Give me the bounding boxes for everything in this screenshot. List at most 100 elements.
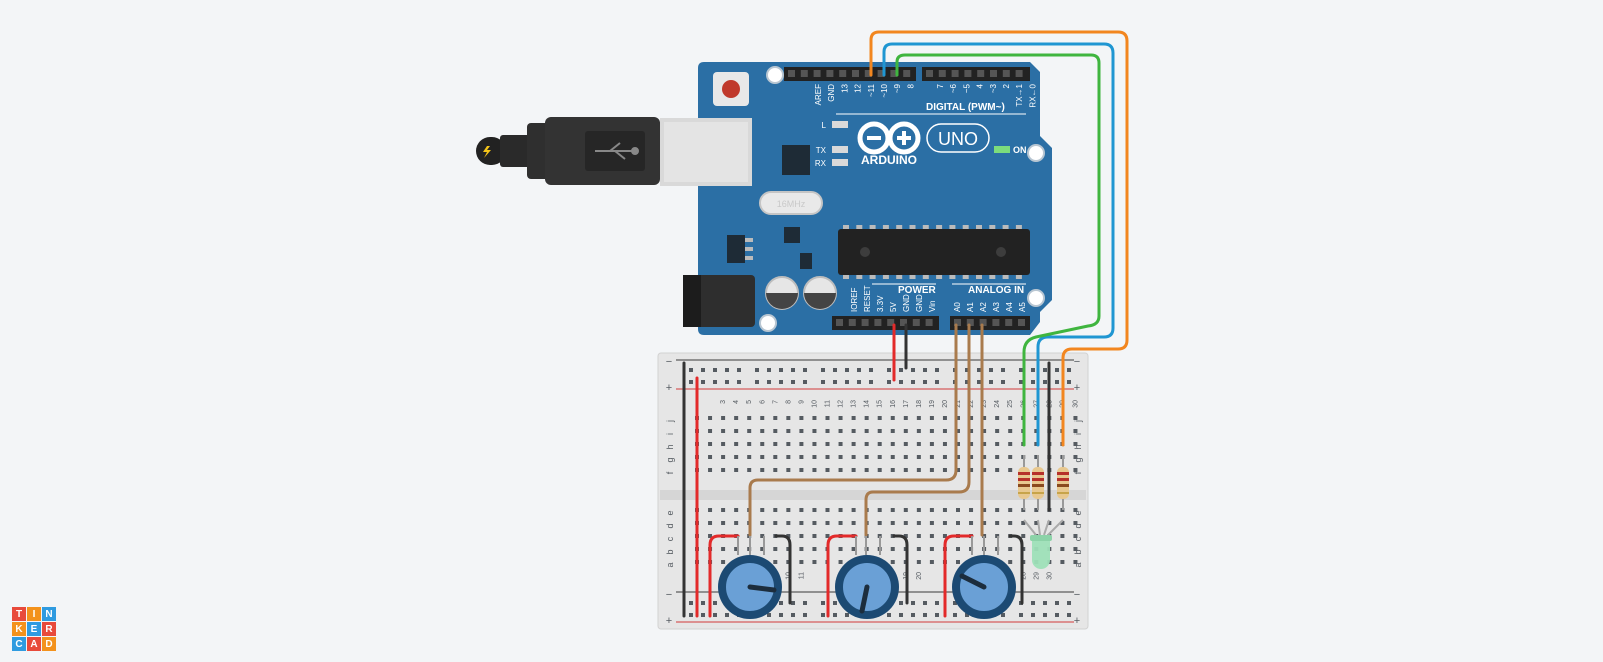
breadboard-hole[interactable] (929, 560, 934, 564)
breadboard-hole[interactable] (956, 508, 960, 512)
breadboard-hole[interactable] (689, 613, 693, 617)
breadboard-hole[interactable] (995, 442, 1000, 446)
breadboard-hole[interactable] (1043, 613, 1047, 617)
breadboard-hole[interactable] (916, 416, 921, 420)
breadboard-hole[interactable] (760, 547, 765, 551)
breadboard-hole[interactable] (767, 380, 771, 384)
breadboard-hole[interactable] (956, 468, 960, 472)
breadboard-hole[interactable] (812, 429, 817, 433)
breadboard-hole[interactable] (1031, 368, 1035, 372)
breadboard-hole[interactable] (845, 613, 849, 617)
breadboard-hole[interactable] (942, 416, 947, 420)
breadboard-hole[interactable] (935, 380, 939, 384)
breadboard-hole[interactable] (903, 416, 908, 420)
breadboard-hole[interactable] (791, 368, 795, 372)
breadboard-hole[interactable] (851, 429, 856, 433)
breadboard-hole[interactable] (786, 560, 791, 564)
breadboard-hole[interactable] (812, 508, 817, 512)
breadboard-hole[interactable] (1034, 442, 1039, 446)
breadboard-hole[interactable] (851, 508, 856, 512)
breadboard-hole[interactable] (929, 534, 934, 538)
breadboard-hole[interactable] (708, 468, 713, 472)
breadboard-hole[interactable] (877, 442, 882, 446)
breadboard-hole[interactable] (977, 368, 981, 372)
breadboard-hole[interactable] (1060, 547, 1065, 551)
breadboard-hole[interactable] (779, 601, 783, 605)
breadboard-hole[interactable] (890, 455, 895, 459)
breadboard-hole[interactable] (923, 380, 927, 384)
breadboard-hole[interactable] (838, 429, 843, 433)
breadboard-hole[interactable] (773, 429, 778, 433)
breadboard-hole[interactable] (799, 547, 804, 551)
breadboard-hole[interactable] (935, 368, 939, 372)
breadboard-hole[interactable] (825, 534, 830, 538)
breadboard-hole[interactable] (1067, 613, 1071, 617)
breadboard-hole[interactable] (903, 508, 908, 512)
breadboard-hole[interactable] (1055, 601, 1059, 605)
breadboard-hole[interactable] (982, 442, 987, 446)
breadboard-hole[interactable] (760, 508, 765, 512)
breadboard-hole[interactable] (923, 613, 927, 617)
breadboard-hole[interactable] (786, 416, 791, 420)
breadboard-hole[interactable] (708, 429, 713, 433)
wire-analog-a1[interactable] (864, 323, 971, 537)
breadboard-hole[interactable] (799, 416, 804, 420)
breadboard-hole[interactable] (1008, 521, 1013, 525)
breadboard-hole[interactable] (851, 547, 856, 551)
breadboard-hole[interactable] (890, 560, 895, 564)
breadboard-hole[interactable] (721, 455, 726, 459)
header-pin[interactable] (861, 319, 869, 326)
breadboard-hole[interactable] (956, 416, 960, 420)
breadboard-hole[interactable] (791, 613, 795, 617)
breadboard-hole[interactable] (929, 429, 934, 433)
breadboard-hole[interactable] (1043, 380, 1047, 384)
breadboard-hole[interactable] (911, 380, 915, 384)
wire-green-pin9[interactable] (895, 53, 1101, 447)
breadboard-hole[interactable] (1008, 560, 1013, 564)
breadboard-hole[interactable] (833, 613, 837, 617)
power-header[interactable] (832, 316, 939, 330)
wire-orange-pin11[interactable] (869, 30, 1129, 447)
breadboard-hole[interactable] (916, 521, 921, 525)
breadboard-hole[interactable] (887, 613, 891, 617)
breadboard-hole[interactable] (1008, 442, 1013, 446)
breadboard-hole[interactable] (903, 455, 908, 459)
breadboard-hole[interactable] (760, 442, 765, 446)
header-pin[interactable] (926, 70, 933, 77)
breadboard-hole[interactable] (689, 368, 693, 372)
breadboard-hole[interactable] (786, 547, 791, 551)
breadboard-hole[interactable] (1008, 547, 1013, 551)
breadboard-hole[interactable] (812, 442, 817, 446)
breadboard-hole[interactable] (995, 468, 1000, 472)
breadboard-hole[interactable] (721, 468, 726, 472)
breadboard-hole[interactable] (1060, 521, 1065, 525)
breadboard-hole[interactable] (929, 508, 934, 512)
breadboard-hole[interactable] (916, 429, 921, 433)
breadboard-hole[interactable] (803, 368, 807, 372)
breadboard-hole[interactable] (799, 534, 804, 538)
breadboard-hole[interactable] (786, 429, 791, 433)
breadboard-hole[interactable] (725, 380, 729, 384)
breadboard-hole[interactable] (786, 455, 791, 459)
header-pin[interactable] (864, 70, 872, 77)
breadboard-hole[interactable] (799, 442, 804, 446)
breadboard-hole[interactable] (982, 468, 987, 472)
breadboard-hole[interactable] (701, 601, 705, 605)
breadboard-hole[interactable] (701, 380, 705, 384)
breadboard-hole[interactable] (1034, 521, 1039, 525)
breadboard-hole[interactable] (989, 368, 993, 372)
breadboard-hole[interactable] (982, 455, 987, 459)
breadboard-hole[interactable] (851, 468, 856, 472)
breadboard-hole[interactable] (969, 468, 974, 472)
header-pin[interactable] (925, 319, 933, 326)
breadboard-hole[interactable] (760, 455, 765, 459)
reset-button-cap[interactable] (722, 80, 740, 98)
breadboard-hole[interactable] (1073, 508, 1078, 512)
header-pin[interactable] (877, 70, 885, 77)
breadboard-hole[interactable] (995, 455, 1000, 459)
breadboard-hole[interactable] (812, 521, 817, 525)
breadboard-hole[interactable] (734, 521, 739, 525)
breadboard-hole[interactable] (1073, 534, 1078, 538)
breadboard-hole[interactable] (833, 380, 837, 384)
